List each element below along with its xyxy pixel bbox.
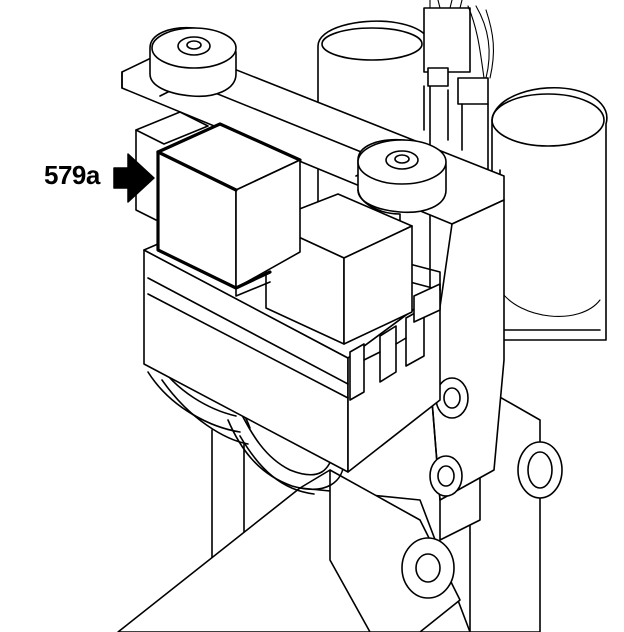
- arrow-right-icon: [113, 153, 155, 203]
- mounting-bracket: [121, 26, 505, 501]
- relay-579a: [135, 111, 302, 297]
- lower-frame: [117, 379, 563, 632]
- callout-label-579a: 579a: [44, 160, 100, 190]
